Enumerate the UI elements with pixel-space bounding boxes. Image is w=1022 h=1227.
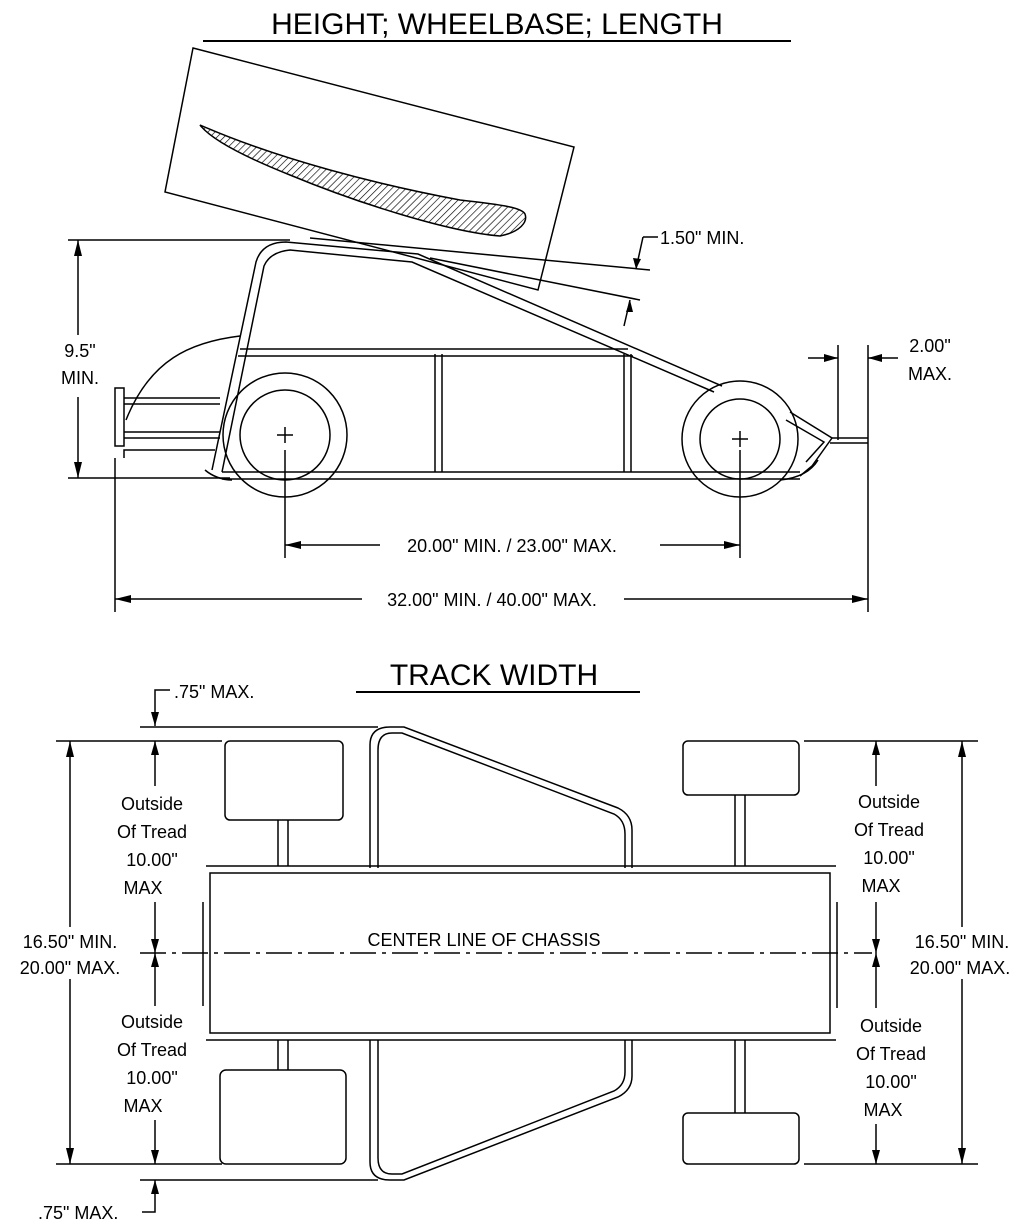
- tread-right-upper-line2: Of Tread: [854, 820, 924, 840]
- tread-right-upper-line3: 10.00": [863, 848, 914, 868]
- tread-left-upper-line2: Of Tread: [117, 822, 187, 842]
- title-height-wheelbase-length: HEIGHT; WHEELBASE; LENGTH: [271, 8, 723, 41]
- tread-left-upper-line3: 10.00": [126, 850, 177, 870]
- tread-left-lower-line2: Of Tread: [117, 1040, 187, 1060]
- top-view: .75" MAX. CENTER LINE OF CHASSIS: [0, 682, 1022, 1223]
- rear-right-wheel: [219, 1069, 347, 1165]
- side-view: 1.50" MIN. 9.5" MIN.: [55, 47, 952, 612]
- tread-right-lower-line1: Outside: [860, 1016, 922, 1036]
- wing-airfoil: [199, 124, 527, 237]
- overhang-label-line2: MAX.: [908, 364, 952, 384]
- tread-left-lower-line1: Outside: [121, 1012, 183, 1032]
- tread-right-lower-line3: 10.00": [865, 1072, 916, 1092]
- front-left-wheel: [682, 740, 800, 796]
- tread-left-lower-line3: 10.00": [126, 1068, 177, 1088]
- roll-cage: [211, 241, 723, 471]
- wheelbase-label: 20.00" MIN. / 23.00" MAX.: [407, 536, 617, 556]
- tread-right-lower-line2: Of Tread: [856, 1044, 926, 1064]
- track-width-right-line2: 20.00" MAX.: [910, 958, 1010, 978]
- track-width-right-line1: 16.50" MIN.: [915, 932, 1009, 952]
- wing-reference-line: [309, 237, 651, 271]
- top-offset-label: .75" MAX.: [174, 682, 254, 702]
- wing-clearance-label: 1.50" MIN.: [660, 228, 744, 248]
- rear-fairing: [125, 335, 241, 421]
- track-width-left-line1: 16.50" MIN.: [23, 932, 117, 952]
- front-right-wheel: [682, 1112, 800, 1165]
- tread-right-upper-line1: Outside: [858, 792, 920, 812]
- roll-cage-top: [369, 726, 633, 868]
- tread-left-upper-line4: MAX: [123, 878, 162, 898]
- wing-box: [164, 47, 575, 291]
- rear-left-wheel: [224, 740, 344, 821]
- centerline-label: CENTER LINE OF CHASSIS: [367, 930, 600, 950]
- front-bumper: [789, 411, 834, 477]
- tread-right-lower-line4: MAX: [863, 1100, 902, 1120]
- title-track-width: TRACK WIDTH: [390, 659, 598, 692]
- height-label-line1: 9.5": [64, 341, 95, 361]
- tread-right-upper-line4: MAX: [861, 876, 900, 896]
- overhang-label-line1: 2.00": [909, 336, 950, 356]
- height-label-line2: MIN.: [61, 368, 99, 388]
- tread-left-upper-line1: Outside: [121, 794, 183, 814]
- rear-nerf-bar: [114, 387, 125, 447]
- length-label: 32.00" MIN. / 40.00" MAX.: [387, 590, 597, 610]
- bottom-offset-label: .75" MAX.: [38, 1203, 118, 1222]
- track-width-left-line2: 20.00" MAX.: [20, 958, 120, 978]
- tread-left-lower-line4: MAX: [123, 1096, 162, 1116]
- roll-cage-reference-line: [429, 257, 641, 301]
